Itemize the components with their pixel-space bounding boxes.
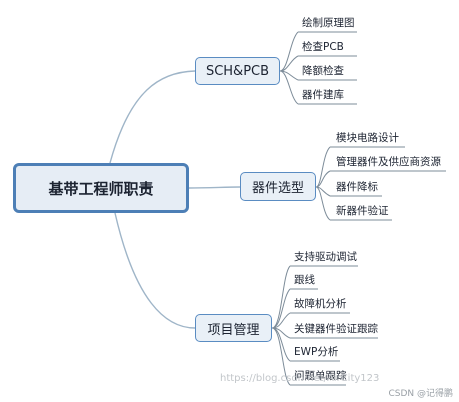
leaf-sel-4[interactable]: 新器件验证	[336, 205, 389, 217]
branch-sch-pcb-label: SCH&PCB	[205, 63, 270, 79]
leaf-proj-6[interactable]: 问题单跟踪	[294, 370, 347, 382]
leaf-proj-1[interactable]: 支持驱动调试	[294, 251, 357, 263]
leaf-sel-2[interactable]: 管理器件及供应商资源	[336, 156, 441, 168]
link-root-to-project	[114, 212, 196, 329]
leaf-proj-5[interactable]: EWP分析	[294, 346, 339, 358]
leaf-sch-2[interactable]: 检查PCB	[302, 41, 344, 53]
link-selection-leaves	[315, 146, 331, 221]
leaf-sch-3[interactable]: 降额检查	[302, 65, 344, 77]
leaf-proj-4[interactable]: 关键器件验证跟踪	[294, 323, 378, 335]
link-root-to-sch-pcb	[109, 70, 196, 164]
branch-project-management-label: 项目管理	[207, 322, 260, 338]
branch-component-selection[interactable]: 器件选型	[240, 172, 316, 201]
leaf-proj-3[interactable]: 故障机分析	[294, 298, 347, 310]
blog-watermark: https://blog.csdn.net/AirCity123	[220, 373, 380, 384]
link-sch-leaves	[279, 31, 299, 105]
leaf-sel-3[interactable]: 器件降标	[336, 181, 378, 193]
link-project-leaves	[271, 265, 291, 386]
leaf-sel-1[interactable]: 模块电路设计	[336, 132, 399, 144]
leaf-proj-2[interactable]: 跟线	[294, 274, 315, 286]
leaf-sch-1[interactable]: 绘制原理图	[302, 17, 355, 29]
root-topic-label: 基带工程师职责	[48, 179, 154, 198]
branch-component-selection-label: 器件选型	[251, 181, 304, 196]
leaf-sch-4[interactable]: 器件建库	[302, 89, 344, 101]
root-topic[interactable]: 基带工程师职责	[13, 163, 189, 213]
csdn-credit: CSDN @记得鹏	[388, 389, 453, 399]
branch-project-management[interactable]: 项目管理	[195, 314, 272, 342]
link-root-to-selection	[188, 186, 241, 189]
branch-sch-pcb[interactable]: SCH&PCB	[195, 57, 280, 85]
